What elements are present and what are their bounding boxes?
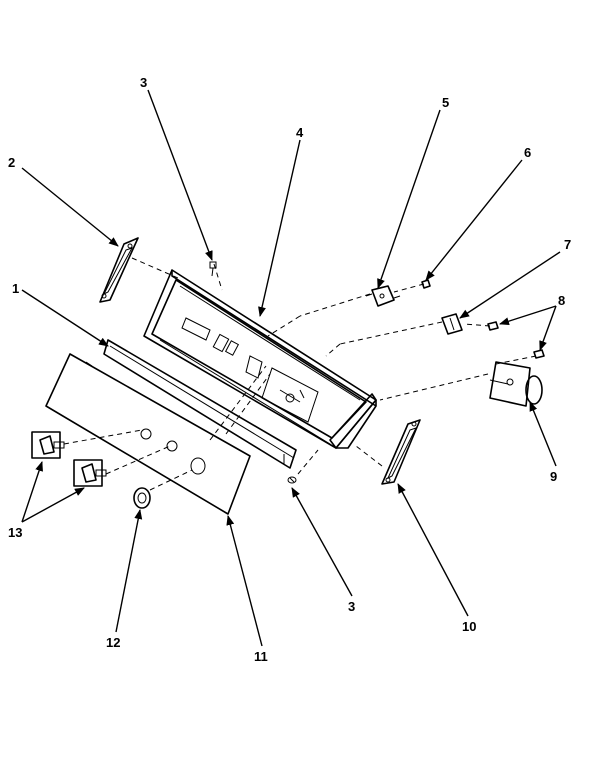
callout-9: 9: [550, 469, 558, 484]
switch: [365, 285, 401, 307]
left-end-cap: [99, 237, 139, 303]
callout-8: 8: [558, 293, 566, 308]
assembly-lines: [63, 257, 537, 491]
selector-switch: [441, 313, 463, 335]
trim-strip: [103, 339, 297, 469]
callout-3-bottom: 3: [348, 599, 356, 614]
timer: [489, 361, 543, 407]
screw-top: [209, 261, 217, 277]
callout-4: 4: [296, 125, 304, 140]
callout-10: 10: [462, 619, 477, 634]
knob-lower: [73, 459, 107, 487]
screw-bottom: [287, 476, 297, 484]
callout-13: 13: [8, 525, 23, 540]
callout-3-top: 3: [140, 75, 148, 90]
leader-lines: [21, 89, 561, 647]
front-panel: [45, 353, 251, 515]
callout-2: 2: [8, 155, 16, 170]
callout-5: 5: [442, 95, 450, 110]
callout-12: 12: [106, 635, 121, 650]
fastener-upper: [487, 321, 499, 331]
knob: [133, 487, 151, 509]
callout-11: 11: [254, 649, 268, 664]
callout-1: 1: [12, 281, 20, 296]
fastener-lower: [533, 349, 545, 359]
callout-7: 7: [564, 237, 572, 252]
right-end-cap: [381, 419, 421, 485]
callout-6: 6: [524, 145, 532, 160]
control-panel-console: [143, 269, 377, 449]
knob-upper: [31, 431, 65, 459]
